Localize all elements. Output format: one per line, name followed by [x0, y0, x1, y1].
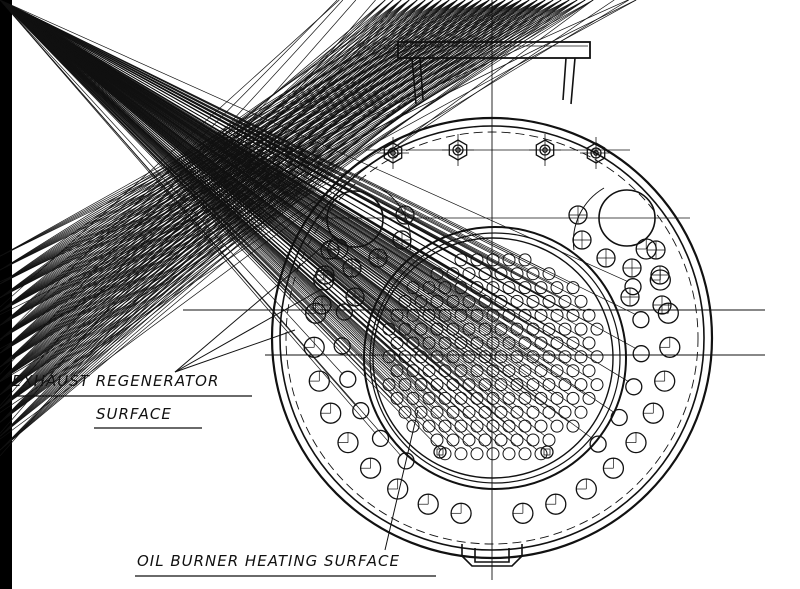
label-exhaust-regenerator: Exhaust Regenerator: [12, 372, 220, 390]
regenerator-tube: [337, 431, 359, 454]
fire-tube: [0, 0, 516, 461]
regenerator-tube: [320, 240, 340, 260]
regenerator-tube: [0, 0, 643, 396]
outer-shell-inner: [279, 125, 705, 551]
stay-nut: [529, 134, 561, 166]
regenerator-tube: [0, 0, 607, 453]
leader-exhaust-b: [174, 329, 296, 373]
fire-tube: [0, 0, 484, 461]
tube-plate: [372, 237, 614, 479]
label-oil-burner-heating-surface: Oil Burner Heating Surface: [137, 552, 400, 570]
fire-tube: [0, 0, 548, 405]
large-tube-right: [598, 189, 656, 247]
large-tube-left: [326, 190, 384, 248]
stay-tube: [433, 445, 447, 459]
regenerator-tube: [320, 402, 342, 424]
furnace-drum-inner: [369, 232, 621, 484]
regenerator-tube: [387, 478, 409, 500]
regenerator-tube: [650, 265, 670, 285]
regenerator-tube: [0, 0, 642, 296]
regenerator-tube: [359, 457, 382, 479]
stay-tube: [540, 445, 554, 459]
regenerator-tube: [625, 431, 647, 454]
regenerator-tube: [572, 230, 592, 250]
stay-nut: [377, 137, 409, 169]
leader-exhaust-c: [174, 289, 321, 373]
stay-nut: [580, 137, 612, 169]
regenerator-tube: [620, 287, 640, 307]
regenerator-tube: [568, 205, 588, 225]
stay-nut: [442, 134, 474, 166]
regenerator-tube: [345, 287, 365, 307]
regenerator-tube: [0, 0, 351, 355]
regenerator-tube: [0, 0, 628, 427]
regenerator-tube: [0, 0, 353, 321]
regenerator-tube: [0, 0, 357, 388]
regenerator-tube: [0, 0, 390, 448]
regenerator-tube: [395, 205, 415, 225]
regenerator-tube: [450, 502, 472, 524]
outer-shell-lagging: [285, 131, 699, 545]
fire-tube: [0, 0, 468, 461]
regenerator-tube: [392, 230, 412, 250]
regenerator-tube: [315, 265, 335, 285]
fire-tube: [0, 0, 580, 405]
regenerator-tube: [342, 258, 362, 278]
regenerator-tube: [659, 336, 681, 358]
regenerator-tube: [312, 295, 332, 315]
regenerator-tube: [417, 493, 439, 515]
label-surface: Surface: [96, 405, 172, 423]
regenerator-tube: [545, 493, 567, 515]
regenerator-tube: [512, 502, 534, 524]
regenerator-tube: [657, 302, 679, 324]
bottom-drain-fitting: [461, 544, 523, 567]
regenerator-tube: [646, 240, 666, 260]
regenerator-tube: [602, 457, 625, 479]
regenerator-tube: [654, 370, 676, 392]
regenerator-tube: [0, 0, 370, 420]
regenerator-tubes: [0, 0, 681, 524]
top-fittings: [377, 134, 612, 459]
regenerator-tube: [622, 258, 642, 278]
fire-tube: [0, 0, 548, 461]
regenerator-tube: [308, 370, 330, 392]
regenerator-tube: [575, 478, 597, 500]
fire-tube: [0, 0, 588, 419]
regenerator-tube: [642, 402, 664, 424]
fire-tube: [0, 0, 500, 461]
regenerator-tube: [368, 248, 388, 268]
regenerator-tube: [0, 0, 650, 329]
regenerator-tube: [652, 295, 672, 315]
regenerator-tube: [0, 0, 650, 363]
regenerator-tube: [596, 248, 616, 268]
fire-tube: [0, 0, 420, 433]
